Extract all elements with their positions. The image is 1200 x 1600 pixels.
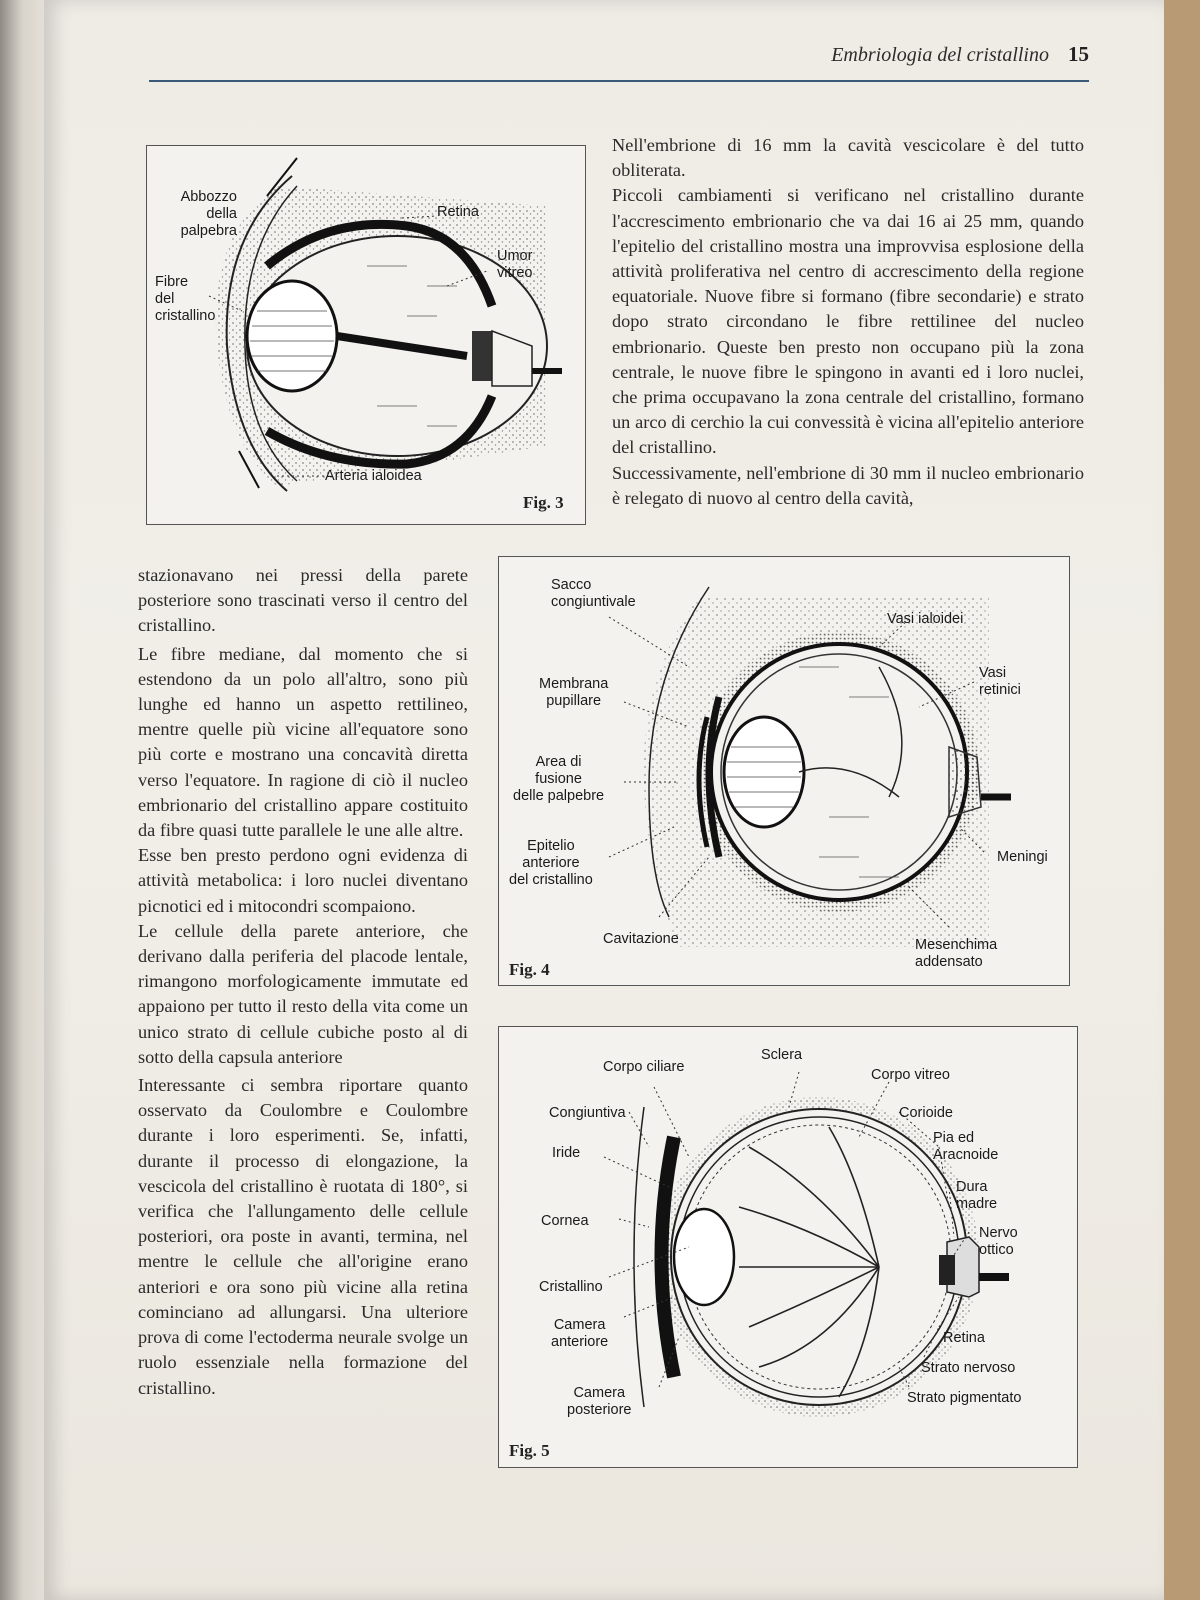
fig3-label-retina: Retina [437, 204, 479, 220]
paragraph: Nell'embrione di 16 mm la cavità vescico… [612, 135, 1084, 181]
fig5-label-corpo-vitreo: Corpo vitreo [871, 1067, 950, 1083]
fig5-label-congiuntiva: Congiuntiva [549, 1105, 626, 1121]
paragraph: Interessante ci sembra riportare quanto … [138, 1075, 468, 1398]
fig4-label-vasi-ialoidei: Vasi ialoidei [887, 611, 964, 627]
fig5-label-camera-anteriore: Camera anteriore [551, 1317, 609, 1350]
figure-4: Sacco congiuntivale Vasi ialoidei Vasi r… [498, 556, 1070, 986]
running-title: Embriologia del cristallino [831, 44, 1049, 66]
paragraph: Esse ben presto perdono ogni evidenza di… [138, 845, 468, 916]
book-page: Embriologia del cristallino 15 [44, 0, 1164, 1600]
right-column-text: Nell'embrione di 16 mm la cavità vescico… [612, 133, 1084, 511]
figure-3: Abbozzo della palpebra Retina Umor vitre… [146, 145, 586, 525]
figure-5: Sclera Corpo ciliare Corpo vitreo Congiu… [498, 1026, 1078, 1468]
fig5-label-dura: Dura madre [956, 1179, 998, 1212]
fig4-label-sacco: Sacco congiuntivale [551, 577, 636, 610]
fig5-label-nervo: Nervo ottico [979, 1225, 1018, 1258]
fig4-label-epitelio: Epitelio anteriore del cristallino [509, 838, 593, 888]
fig5-label-pia: Pia ed Aracnoide [933, 1130, 999, 1163]
fig5-label-retina: Retina [943, 1330, 985, 1346]
figure-3-eye-illustration [208, 157, 562, 492]
fig5-label-corioide: Corioide [899, 1105, 953, 1121]
fig5-label-corpo-ciliare: Corpo ciliare [603, 1059, 685, 1075]
fig4-label-membrana: Membrana pupillare [539, 676, 609, 709]
fig5-label-camera-posteriore: Camera posteriore [567, 1385, 632, 1418]
fig5-label-strato-pigmentato: Strato pigmentato [907, 1390, 1022, 1406]
paragraph: Le fibre mediane, dal momento che si est… [138, 643, 468, 841]
fig5-label-iride: Iride [552, 1145, 581, 1161]
paragraph: Le cellule della parete anteriore, che d… [138, 920, 468, 1067]
fig4-caption: Fig. 4 [509, 960, 550, 979]
fig5-label-sclera: Sclera [761, 1047, 803, 1063]
paragraph: Successivamente, nell'embrione di 30 mm … [612, 462, 1084, 508]
fig3-caption: Fig. 3 [523, 493, 564, 512]
fig3-label-umor: Umor vitreo [497, 248, 533, 281]
fig5-label-cristallino: Cristallino [539, 1279, 603, 1295]
paragraph: stazionavano nei pressi della parete pos… [138, 565, 468, 636]
fig5-label-strato-nervoso: Strato nervoso [921, 1360, 1016, 1376]
fig4-label-cavitazione: Cavitazione [603, 931, 679, 947]
fig3-label-fibre: Fibre del cristallino [155, 274, 216, 324]
fig4-label-area: Area di fusione delle palpebre [513, 754, 605, 804]
fig4-label-mesenchima: Mesenchima addensato [915, 937, 998, 970]
figure-4-eye-illustration [608, 586, 1011, 947]
fig4-label-meningi: Meningi [997, 849, 1048, 865]
figure-5-eye-illustration [603, 1071, 1009, 1417]
fig5-caption: Fig. 5 [509, 1441, 550, 1460]
left-column-text: stazionavano nei pressi della parete pos… [138, 563, 468, 1401]
fig5-label-cornea: Cornea [541, 1213, 589, 1229]
fig3-label-arteria: Arteria ialoidea [325, 468, 422, 484]
page-number: 15 [1068, 42, 1089, 66]
fig4-label-vasi-retinici: Vasi retinici [979, 665, 1021, 698]
fig3-label-abbozzo: Abbozzo della palpebra [180, 189, 237, 239]
paragraph: Piccoli cambiamenti si verificano nel cr… [612, 185, 1084, 458]
page-header: Embriologia del cristallino 15 [149, 40, 1089, 82]
